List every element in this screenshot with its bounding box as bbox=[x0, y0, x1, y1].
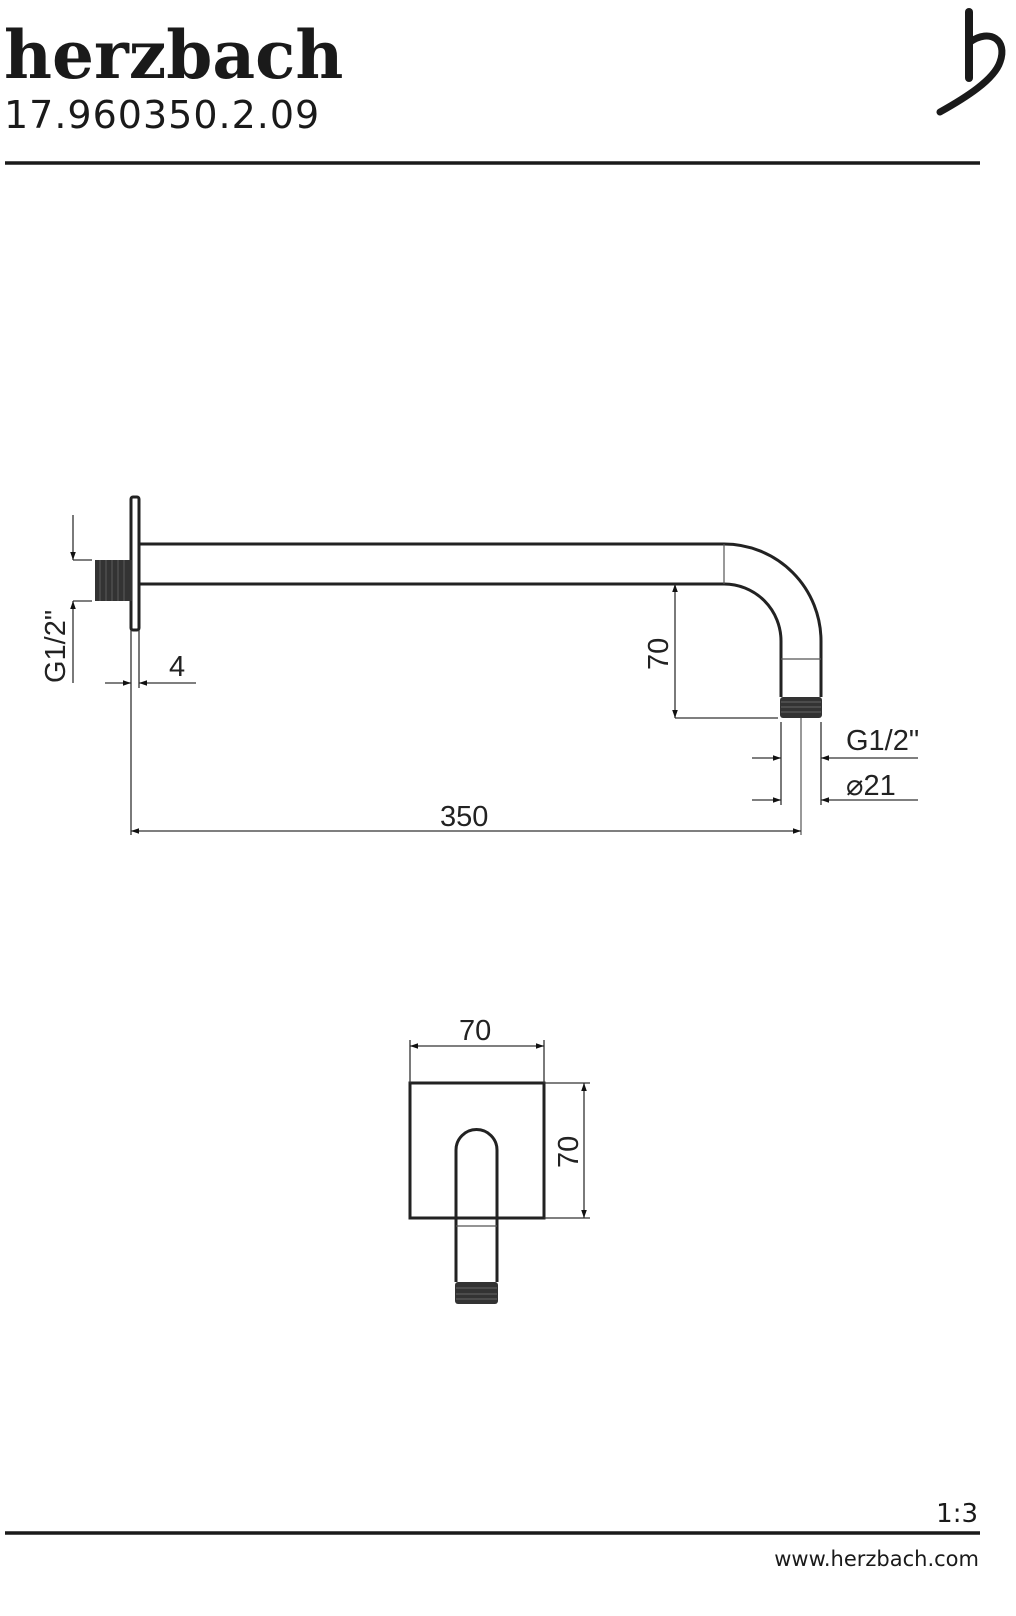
wall-flange bbox=[129, 495, 141, 632]
outlet-thread bbox=[780, 697, 822, 718]
length-label: 350 bbox=[440, 801, 488, 833]
drop-height-label: 70 bbox=[643, 638, 675, 670]
brand-name: herzbach bbox=[4, 16, 343, 94]
drawing-scale: 1:3 bbox=[936, 1499, 978, 1529]
front-width-label: 70 bbox=[459, 1015, 491, 1047]
part-number: 17.960350.2.09 bbox=[4, 93, 320, 137]
pipe-diameter-label: ⌀21 bbox=[846, 770, 896, 802]
pipe-inner-contour bbox=[139, 582, 783, 697]
front-height-label: 70 bbox=[553, 1136, 585, 1168]
brand-logo-icon bbox=[936, 8, 1006, 116]
side-view: G1/2" 4 70 G1/2" ⌀21 350 bbox=[40, 495, 919, 835]
arm-front bbox=[454, 1128, 499, 1282]
outlet-thread-label: G1/2" bbox=[846, 725, 919, 757]
inlet-thread bbox=[95, 560, 132, 601]
front-outlet-thread bbox=[455, 1282, 498, 1304]
flange-thickness-label: 4 bbox=[169, 651, 185, 683]
wall-plate bbox=[408, 1081, 546, 1220]
front-view: 70 70 bbox=[408, 1015, 590, 1304]
pipe-outer-contour bbox=[139, 542, 823, 697]
website-link[interactable]: www.herzbach.com bbox=[774, 1547, 979, 1571]
inlet-thread-label: G1/2" bbox=[40, 610, 72, 683]
